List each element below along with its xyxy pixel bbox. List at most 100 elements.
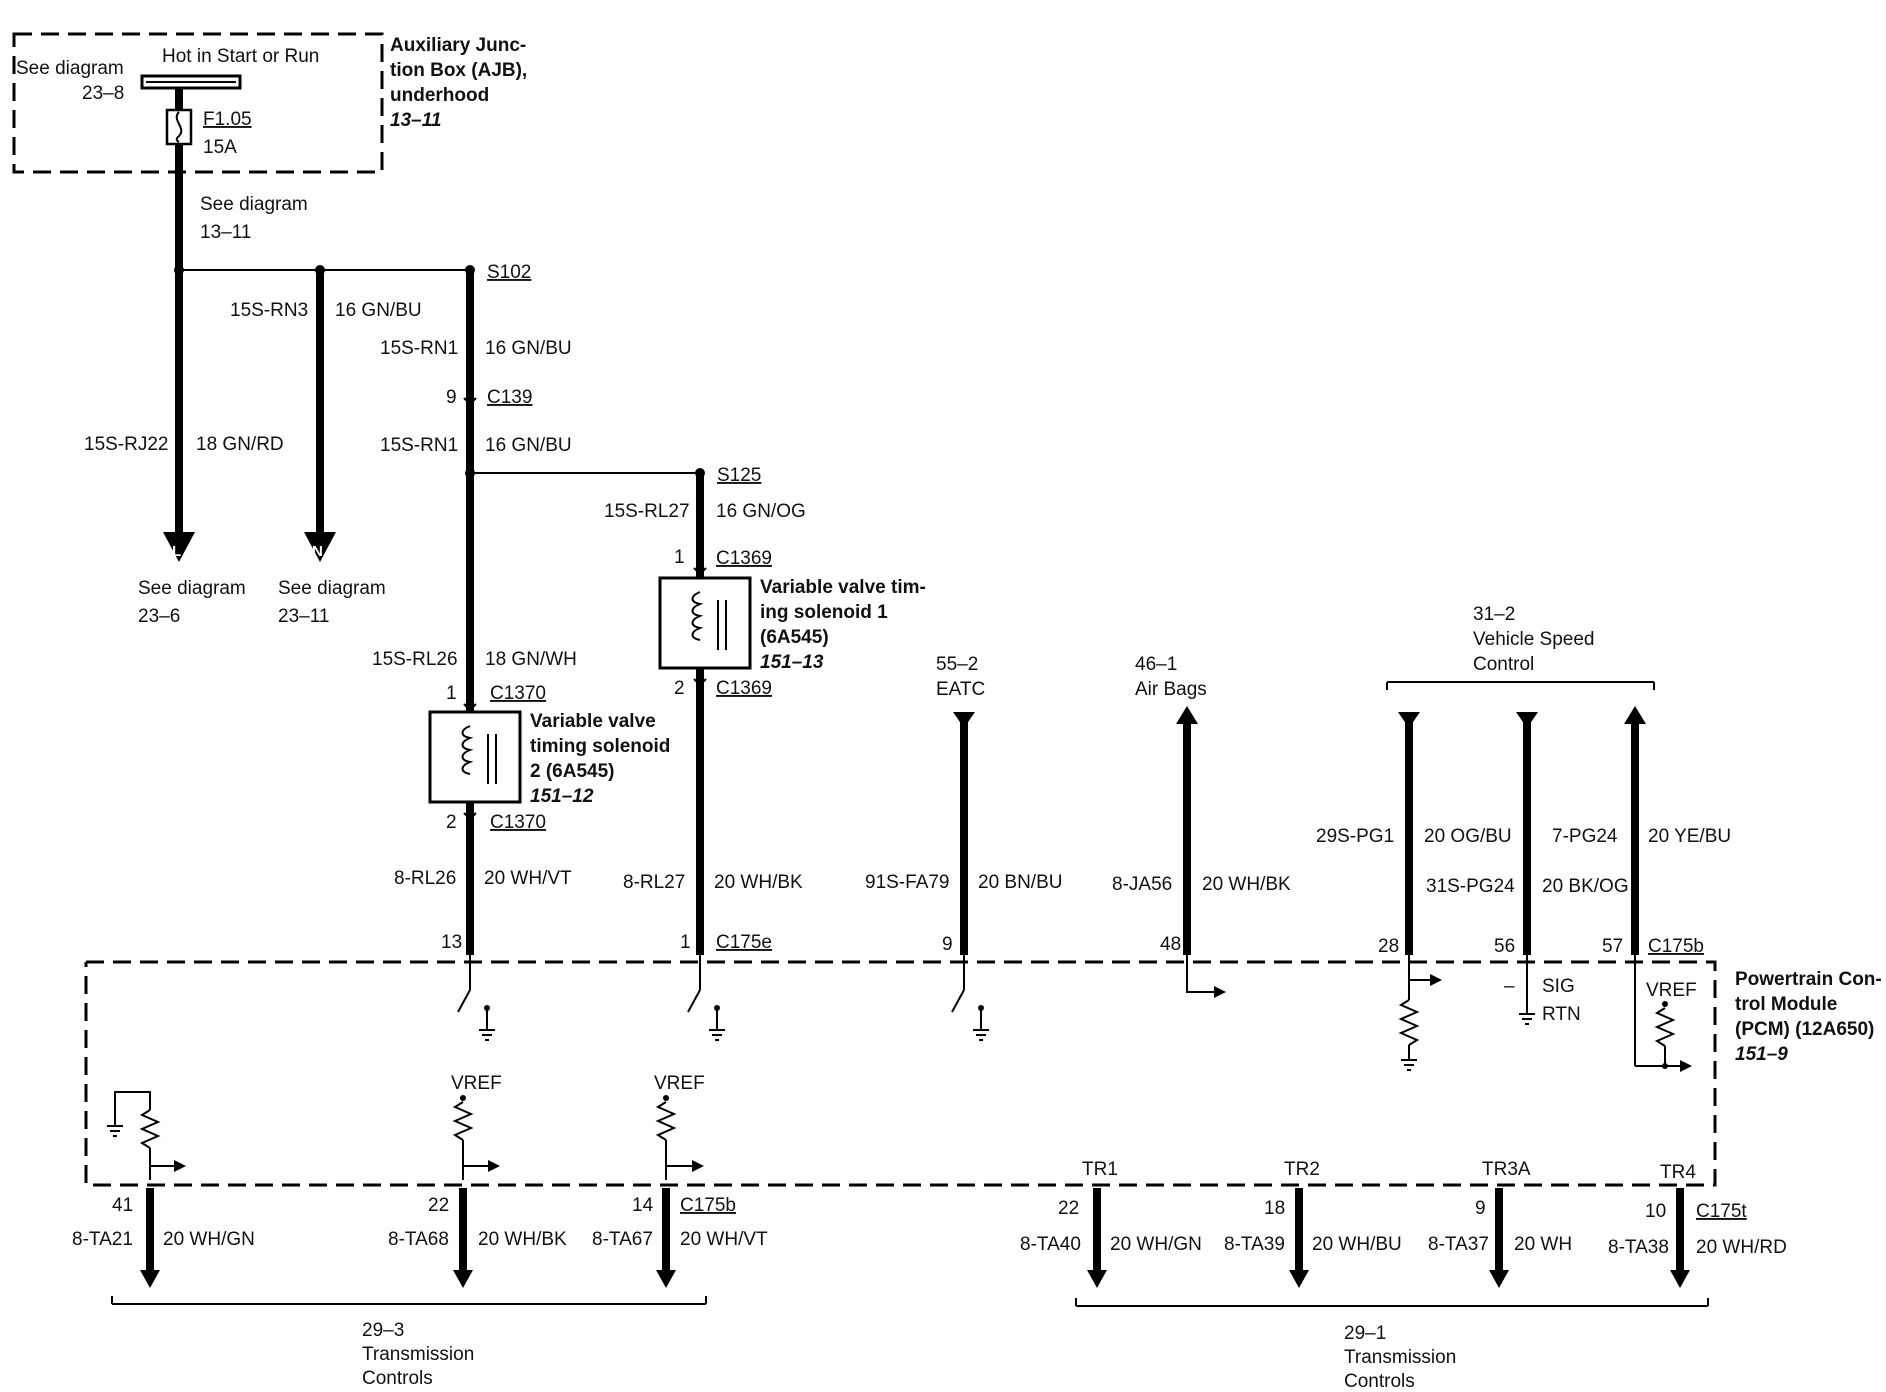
vvt-solenoid-2: 1 C1370 Variable valve timing solenoid 2… — [394, 683, 670, 955]
svg-text:EATC: EATC — [936, 679, 985, 700]
svg-text:8-JA56: 8-JA56 — [1112, 874, 1172, 895]
svg-text:9: 9 — [1475, 1198, 1486, 1219]
svg-text:20 WH/VT: 20 WH/VT — [484, 868, 572, 889]
svg-text:(6A545): (6A545) — [760, 627, 829, 648]
svg-text:15S-RL26: 15S-RL26 — [372, 649, 458, 670]
svg-text:16 GN/OG: 16 GN/OG — [716, 501, 806, 522]
svg-text:See diagram: See diagram — [16, 58, 124, 79]
svg-text:2: 2 — [674, 678, 685, 699]
resistor-icon: VREF — [654, 1073, 705, 1180]
svg-text:Transmission: Transmission — [1344, 1347, 1456, 1368]
svg-text:See diagram: See diagram — [138, 578, 246, 599]
svg-text:29S-PG1: 29S-PG1 — [1316, 826, 1394, 847]
resistor-icon: VREF — [451, 1073, 502, 1180]
svg-text:57: 57 — [1602, 936, 1623, 957]
pcm-module: Powertrain Con- trol Module (PCM) (12A65… — [84, 955, 1882, 1187]
svg-text:28: 28 — [1378, 936, 1399, 957]
svg-text:8-RL27: 8-RL27 — [623, 872, 685, 893]
resistor-icon — [1398, 955, 1442, 1071]
switch-icon — [457, 955, 495, 1041]
svg-text:8-TA21: 8-TA21 — [72, 1229, 133, 1250]
fuse-icon — [165, 108, 193, 146]
branch-s125: S125 15S-RL27 16 GN/OG 1 C1369 — [604, 465, 806, 578]
svg-text:16 GN/BU: 16 GN/BU — [485, 338, 572, 359]
svg-text:L: L — [172, 543, 181, 560]
svg-text:41: 41 — [112, 1195, 133, 1216]
svg-text:C175t: C175t — [1696, 1201, 1747, 1222]
svg-text:Control: Control — [1473, 654, 1534, 675]
aux-junction-box: See diagram 23–8 Hot in Start or Run F1.… — [12, 32, 527, 174]
svg-text:151–13: 151–13 — [760, 652, 824, 673]
svg-text:29–1: 29–1 — [1344, 1323, 1386, 1344]
svg-text:46–1: 46–1 — [1135, 654, 1177, 675]
see-diagram-13-11: See diagram — [200, 194, 308, 215]
svg-text:1: 1 — [680, 932, 691, 953]
svg-text:14: 14 — [632, 1195, 654, 1216]
svg-text:20 BK/OG: 20 BK/OG — [1542, 876, 1629, 897]
svg-text:Controls: Controls — [1344, 1371, 1415, 1392]
svg-text:55–2: 55–2 — [936, 654, 978, 675]
svg-text:VREF: VREF — [1646, 980, 1697, 1001]
svg-text:20 WH/GN: 20 WH/GN — [163, 1229, 255, 1250]
svg-text:20 OG/BU: 20 OG/BU — [1424, 826, 1512, 847]
svg-text:C175b: C175b — [680, 1195, 736, 1216]
svg-text:tion Box (AJB),: tion Box (AJB), — [390, 60, 527, 81]
svg-text:23–8: 23–8 — [82, 83, 124, 104]
svg-text:TR3A: TR3A — [1482, 1159, 1531, 1180]
svg-text:ing solenoid 1: ing solenoid 1 — [760, 602, 888, 623]
svg-text:15S-RJ22: 15S-RJ22 — [84, 434, 169, 455]
svg-text:23–11: 23–11 — [278, 606, 329, 627]
svg-text:C1370: C1370 — [490, 812, 546, 833]
svg-text:31–2: 31–2 — [1473, 604, 1515, 625]
svg-text:trol Module: trol Module — [1735, 994, 1837, 1015]
svg-text:15S-RN1: 15S-RN1 — [380, 435, 458, 456]
svg-text:31S-PG24: 31S-PG24 — [1426, 876, 1515, 897]
svg-text:C139: C139 — [487, 387, 532, 408]
svg-text:151–9: 151–9 — [1735, 1044, 1788, 1065]
svg-text:20 BN/BU: 20 BN/BU — [978, 872, 1062, 893]
pcm-top-pins: 13 1 C175e 9 48 28 56 57 C175b — [441, 932, 1704, 957]
svg-text:Powertrain Con-: Powertrain Con- — [1735, 969, 1882, 990]
svg-text:29–3: 29–3 — [362, 1320, 404, 1341]
svg-text:Controls: Controls — [362, 1368, 433, 1389]
svg-text:22: 22 — [1058, 1198, 1079, 1219]
svg-text:20 WH/BU: 20 WH/BU — [1312, 1234, 1402, 1255]
svg-text:Auxiliary Junc-: Auxiliary Junc- — [390, 35, 526, 56]
svg-text:Hot in Start or Run: Hot in Start or Run — [162, 46, 319, 67]
svg-text:–: – — [1504, 976, 1515, 997]
svg-text:20 WH: 20 WH — [1514, 1234, 1572, 1255]
svg-text:22: 22 — [428, 1195, 449, 1216]
svg-text:Transmission: Transmission — [362, 1344, 474, 1365]
svg-text:8-TA39: 8-TA39 — [1224, 1234, 1285, 1255]
svg-text:20 WH/BK: 20 WH/BK — [478, 1229, 567, 1250]
svg-text:23–6: 23–6 — [138, 606, 180, 627]
svg-text:C175e: C175e — [716, 932, 772, 953]
svg-text:2: 2 — [446, 812, 457, 833]
svg-text:VREF: VREF — [654, 1073, 705, 1094]
switch-icon — [951, 955, 989, 1041]
svg-text:8-TA37: 8-TA37 — [1428, 1234, 1489, 1255]
svg-text:15S-RN1: 15S-RN1 — [380, 338, 458, 359]
svg-text:15S-RL27: 15S-RL27 — [604, 501, 690, 522]
svg-text:(PCM) (12A650): (PCM) (12A650) — [1735, 1019, 1874, 1040]
arrow-down-icon — [163, 532, 195, 562]
svg-text:18 GN/RD: 18 GN/RD — [196, 434, 284, 455]
svg-text:20 WH/BK: 20 WH/BK — [714, 872, 803, 893]
svg-text:13–11: 13–11 — [200, 222, 251, 243]
svg-text:TR2: TR2 — [1284, 1159, 1320, 1180]
resistor-icon — [107, 1091, 186, 1180]
svg-text:Vehicle Speed: Vehicle Speed — [1473, 629, 1595, 650]
svg-text:8-RL26: 8-RL26 — [394, 868, 456, 889]
svg-text:N: N — [312, 543, 323, 560]
svg-text:8-TA68: 8-TA68 — [388, 1229, 449, 1250]
svg-text:9: 9 — [446, 387, 457, 408]
svg-text:8-TA40: 8-TA40 — [1020, 1234, 1081, 1255]
svg-text:20 YE/BU: 20 YE/BU — [1648, 826, 1731, 847]
svg-text:16 GN/BU: 16 GN/BU — [485, 435, 572, 456]
svg-text:10: 10 — [1645, 1201, 1666, 1222]
svg-text:F1.05: F1.05 — [203, 109, 252, 130]
bottom-left-outputs: 41 22 14 C175b 8-TA21 20 WH/GN 8-TA68 20… — [72, 1188, 768, 1389]
svg-text:TR4: TR4 — [1660, 1162, 1696, 1183]
eatc-circuit: 55–2 EATC 91S-FA79 20 BN/BU — [865, 654, 1062, 955]
